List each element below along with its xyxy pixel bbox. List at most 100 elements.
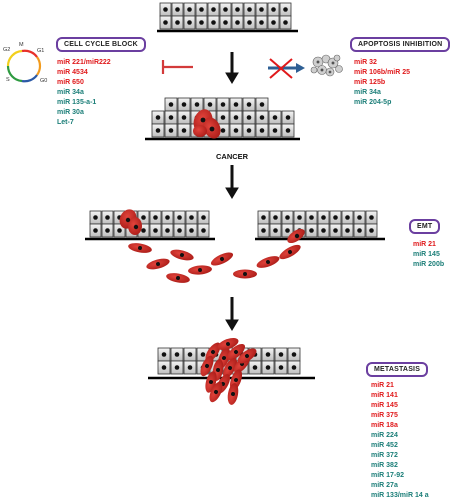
mirna-item: Let-7 (57, 119, 74, 126)
cell-nucleus (247, 20, 252, 25)
cell-nucleus (211, 20, 216, 25)
cycle-label-m: M (19, 42, 24, 48)
cell-nucleus (161, 365, 167, 370)
cell-nucleus (187, 365, 193, 370)
cell-nucleus (153, 228, 158, 233)
blocked-apoptosis-arrow-icon (268, 58, 305, 79)
cell-nucleus (321, 215, 326, 220)
cycle-label-s: S (6, 77, 10, 83)
cell-cycle-wheel-icon (6, 49, 42, 83)
cycle-label-g2: G2 (3, 47, 11, 53)
cell-nucleus (141, 228, 146, 233)
tumor-cells-cancer (193, 109, 221, 139)
cell-nucleus (220, 128, 226, 133)
cell-nucleus (117, 228, 122, 233)
mirna-item: miR 21 (371, 382, 394, 389)
mirna-item: miR 21 (413, 241, 436, 248)
cell-nucleus (177, 215, 182, 220)
progression-arrows (225, 52, 239, 331)
cell-nucleus (285, 228, 290, 233)
cell-nucleus (273, 215, 278, 220)
cell-nucleus (261, 215, 266, 220)
migrating-cell (279, 244, 301, 260)
metastatic-cell (217, 337, 239, 351)
mirna-item: miR 125b (354, 79, 386, 86)
cell-nucleus (211, 7, 216, 12)
cell-nucleus (233, 128, 239, 133)
cell-nucleus (199, 20, 204, 25)
cell-nucleus (235, 7, 240, 12)
migrating-cell (128, 243, 152, 253)
cell-nucleus (278, 352, 284, 357)
metastatic-cell (209, 381, 223, 403)
cell-nucleus (265, 352, 271, 357)
cell-nucleus (309, 228, 314, 233)
cell-nucleus (247, 7, 252, 12)
cell-nucleus (168, 102, 174, 107)
cell-nucleus (201, 228, 206, 233)
cell-nucleus (272, 115, 278, 120)
mirna-item: miR 135-a-1 (57, 99, 97, 106)
cell-nucleus (189, 215, 194, 220)
cell-nucleus (187, 7, 192, 12)
mirna-item: miR 106b/miR 25 (354, 69, 411, 76)
cell-nucleus (220, 102, 226, 107)
mirna-item: miR 27a (371, 482, 398, 489)
cell-nucleus (199, 7, 204, 12)
cell-nucleus (261, 228, 266, 233)
mirna-item: miR 17-92 (371, 472, 405, 479)
cell-nucleus (233, 102, 239, 107)
migrating-cell (188, 265, 212, 275)
mirna-item: miR 34a (354, 89, 381, 96)
tumor-cells-emt-right (287, 228, 305, 244)
mirna-item: miR 141 (371, 392, 398, 399)
metastatic-cell (200, 355, 214, 377)
metastatic-cell (223, 358, 237, 378)
migrating-cell (256, 256, 280, 268)
metastatic-cell (237, 348, 257, 364)
cell-nucleus (291, 352, 297, 357)
cell-nucleus (189, 228, 194, 233)
cell-nucleus (357, 228, 362, 233)
mirna-item: miR 4534 (57, 69, 88, 76)
cell-nucleus (181, 102, 187, 107)
cell-nucleus (278, 365, 284, 370)
mirna-item: miR 204-5p (354, 99, 392, 106)
mirna-item: miR 145 (413, 251, 440, 258)
cell-nucleus (93, 215, 98, 220)
cell-nucleus (235, 20, 240, 25)
cell-nucleus (174, 365, 180, 370)
mirna-item: miR 372 (371, 452, 398, 459)
cell-nucleus (369, 228, 374, 233)
cell-nucleus (165, 215, 170, 220)
diagram-canvas: M G1 G0 S G2 CELL CYCLE BLOCK APOPTOSIS … (3, 2, 450, 499)
cell-nucleus (187, 20, 192, 25)
cell-nucleus (285, 128, 291, 133)
cell-nucleus (187, 352, 193, 357)
cell-nucleus (285, 215, 290, 220)
migrating-cell (210, 252, 234, 266)
cell-nucleus (272, 128, 278, 133)
cell-nucleus (223, 7, 228, 12)
cell-nucleus (345, 228, 350, 233)
tumor-cells-metastasis (200, 337, 257, 405)
cell-nucleus (259, 128, 265, 133)
cell-nucleus (177, 228, 182, 233)
cell-nucleus (345, 215, 350, 220)
mirna-item: miR 133/miR 14 a (371, 492, 429, 499)
migrating-cell (233, 269, 257, 279)
cell-nucleus (200, 352, 206, 357)
cell-nucleus (168, 128, 174, 133)
cell-nucleus (252, 365, 258, 370)
mirna-item: miR 224 (371, 432, 398, 439)
cell-nucleus (181, 128, 187, 133)
cell-nucleus (285, 115, 291, 120)
cell-nucleus (155, 128, 161, 133)
cell-nucleus (175, 20, 180, 25)
diagram-graphics (6, 2, 385, 405)
cell-nucleus (161, 352, 167, 357)
cell-nucleus (93, 228, 98, 233)
